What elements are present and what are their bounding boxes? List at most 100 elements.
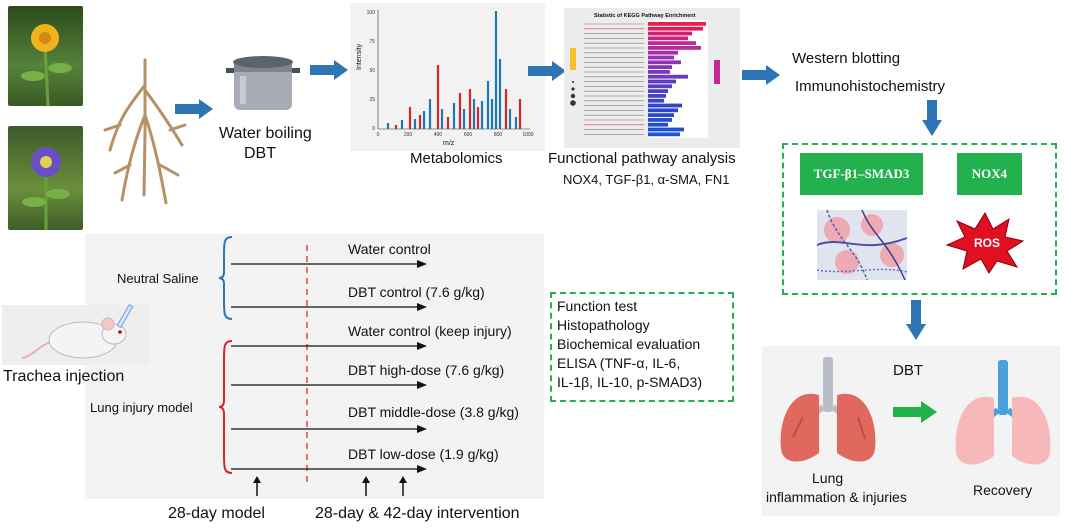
arrow-kegg-to-wb (742, 65, 780, 85)
kegg-bar (648, 118, 672, 122)
functional-pathway-label: Functional pathway analysis (548, 150, 736, 167)
kegg-bar (648, 94, 666, 98)
outcome-dbt-label: DBT (893, 362, 923, 379)
group-1-label: Water control (348, 241, 431, 257)
test-item-3: Biochemical evaluation (557, 336, 701, 352)
healthy-lungs-icon (955, 360, 1051, 465)
timepoint-arrow-28day (362, 476, 370, 496)
kegg-legend-dot (570, 100, 576, 106)
kegg-legend-gradient (570, 48, 576, 70)
ros-burst-icon (945, 211, 1025, 274)
kegg-bar (648, 31, 692, 36)
herb-photo-purple-flower (8, 126, 83, 230)
ms-y-tick: 100 (367, 10, 376, 16)
kegg-bar (648, 60, 681, 65)
markers-label: NOX4, TGF-β1, α-SMA, FN1 (563, 172, 730, 187)
western-blotting-label: Western blotting (792, 50, 901, 67)
arrow-ms-to-kegg (528, 61, 566, 81)
kegg-bar (648, 113, 674, 117)
ms-x-tick: 800 (494, 132, 503, 138)
model-timeline-label: 28-day model (168, 505, 265, 522)
kegg-bar (648, 108, 678, 113)
ms-x-tick: 600 (464, 132, 473, 138)
kegg-bar (648, 127, 684, 132)
ms-y-tick: 0 (372, 126, 375, 132)
arrow-lungs-to-recovery (893, 401, 937, 423)
kegg-bar (648, 65, 672, 69)
mass-spectrum-chart: 0 200 400 600 800 1000 0 25 50 75 100 (367, 10, 534, 138)
root-illustration (103, 58, 187, 205)
tissue-fibrosis-illustration (816, 209, 908, 281)
kegg-bar (648, 132, 680, 137)
tgf-smad3-box: TGF-β1–SMAD3 (800, 153, 923, 195)
recovery-label: Recovery (973, 482, 1033, 498)
kegg-bar (648, 103, 682, 108)
lung-injury-model-label: Lung injury model (90, 400, 193, 415)
kegg-legend-dot (570, 93, 576, 99)
kegg-bar (648, 46, 701, 50)
kegg-bar-chart (570, 20, 720, 138)
dbt-top-label: DBT (244, 145, 276, 162)
group-4-label: DBT high-dose (7.6 g/kg) (348, 362, 505, 378)
herb-photo-yellow-flower (8, 6, 83, 107)
timeline-arrow-1 (231, 260, 427, 268)
kegg-bar (648, 84, 672, 89)
kegg-bar (648, 26, 703, 31)
kegg-legend-dot (572, 81, 574, 83)
ms-x-tick: 0 (377, 132, 380, 138)
lung-label-line1: Lung (812, 470, 844, 486)
intervention-timeline-label: 28-day & 42-day intervention (315, 505, 520, 522)
water-boiling-label: Water boiling (219, 125, 312, 142)
group-3-label: Water control (keep injury) (348, 323, 512, 339)
lung-injury-bracket (218, 340, 233, 474)
kegg-bar (648, 41, 696, 45)
timeline-arrow-6 (231, 465, 427, 473)
ms-x-tick: 400 (434, 132, 443, 138)
test-item-4: ELISA (TNF-α, IL-6, (557, 355, 681, 371)
kegg-bar (648, 55, 674, 60)
dashed-divider-line (306, 245, 308, 485)
experiment-panel (85, 234, 544, 499)
trachea-injection-label: Trachea injection (3, 368, 125, 385)
inflamed-lungs-icon (780, 357, 876, 462)
timepoint-arrow-42day (399, 476, 407, 496)
arrow-down-to-outcome (906, 300, 926, 340)
kegg-bar (648, 70, 670, 74)
neutral-saline-label: Neutral Saline (117, 271, 199, 286)
timeline-arrow-5 (231, 425, 427, 433)
ms-y-tick: 25 (369, 97, 375, 103)
ms-xlabel: m/z (443, 140, 455, 147)
ms-y-tick: 75 (369, 39, 375, 45)
ros-label: ROS (974, 236, 1001, 250)
kegg-title: Statistic of KEGG Pathway Enrichment (594, 13, 696, 19)
ms-x-tick: 1000 (522, 132, 533, 138)
tests-box (550, 292, 734, 402)
kegg-bar (648, 98, 664, 103)
immunohistochemistry-label: Immunohistochemistry (795, 78, 946, 95)
kegg-legend-dot (571, 87, 575, 91)
kegg-legend-gradient-2 (714, 60, 720, 84)
group-6-label: DBT low-dose (1.9 g/kg) (348, 446, 499, 462)
kegg-bar (648, 36, 688, 41)
group-2-label: DBT control (7.6 g/kg) (348, 284, 485, 300)
arrow-root-to-pot (175, 99, 213, 119)
nox4-box: NOX4 (957, 153, 1022, 195)
group-5-label: DBT middle-dose (3.8 g/kg) (348, 404, 519, 420)
test-item-2: Histopathology (557, 317, 650, 333)
timepoint-arrow-model (253, 476, 261, 496)
neutral-saline-bracket (218, 236, 233, 320)
timeline-arrow-2 (231, 303, 427, 311)
kegg-bar (648, 22, 706, 26)
metabolomics-label: Metabolomics (410, 150, 503, 167)
mouse-icon (21, 303, 134, 359)
test-item-1: Function test (557, 298, 638, 314)
kegg-bar (648, 74, 688, 79)
ms-y-tick: 50 (369, 68, 375, 74)
arrow-pot-to-ms (310, 60, 348, 80)
kegg-bar (648, 79, 676, 84)
kegg-bar (648, 50, 678, 55)
ms-x-tick: 200 (404, 132, 413, 138)
timeline-arrow-4 (231, 381, 427, 389)
cooking-pot-icon (226, 56, 300, 110)
mechanism-box (782, 143, 1057, 295)
